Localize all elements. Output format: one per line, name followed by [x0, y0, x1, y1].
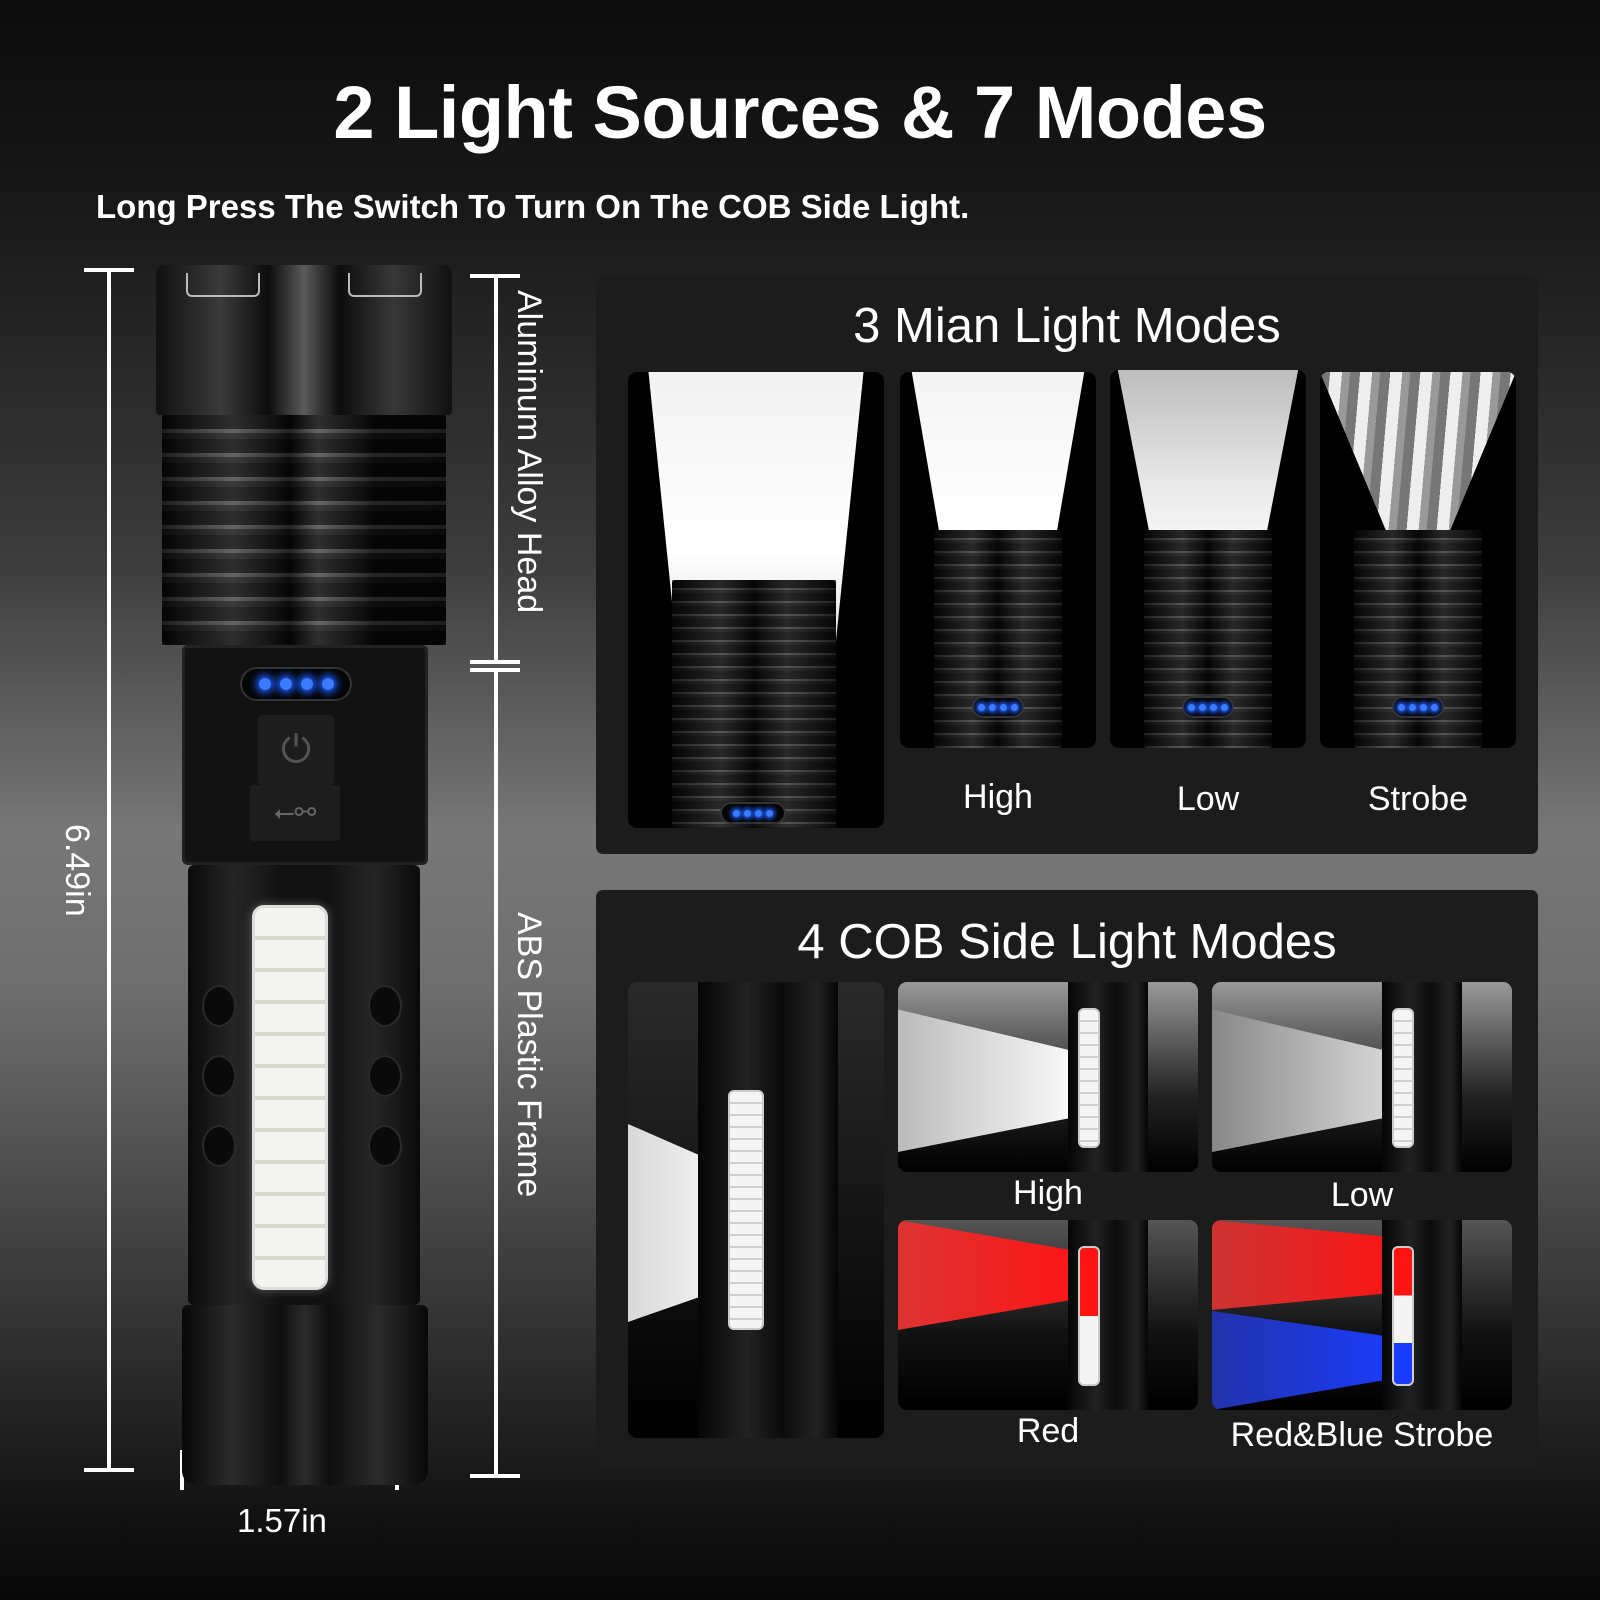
- side-mode-tile-high: [898, 982, 1198, 1172]
- flashlight-head: [934, 530, 1062, 748]
- side-light-modes-title: 4 COB Side Light Modes: [797, 915, 1337, 969]
- dimension-tick-bottom: [84, 1468, 134, 1472]
- dimension-tick: [470, 660, 520, 664]
- head-material-label: Aluminum Alloy Head: [510, 290, 548, 614]
- power-icon: ⏻: [258, 715, 334, 785]
- grip-bump: [202, 1125, 236, 1167]
- side-light-modes-panel: 4 COB Side Light Modes High Low Red Red&…: [596, 890, 1538, 1468]
- battery-indicator-icon: [1182, 696, 1234, 718]
- flashlight-switch-section: ⏻ ⭠⚯: [182, 645, 428, 865]
- side-mode-tile-red-blue-strobe: [1212, 1220, 1512, 1410]
- dimension-line: [494, 668, 498, 1478]
- light-beam: [1117, 370, 1299, 532]
- flashlight-tail-cap: [182, 1305, 428, 1485]
- main-light-modes-title: 3 Mian Light Modes: [853, 299, 1281, 353]
- blue-light-beam: [1212, 1311, 1402, 1410]
- side-mode-tile-low: [1212, 982, 1512, 1172]
- flashlight-body: [698, 982, 838, 1438]
- side-mode-label-low: Low: [1330, 1176, 1394, 1214]
- width-label: 1.57in: [237, 1502, 327, 1539]
- cob-side-light: [1392, 1008, 1414, 1148]
- grip-bump: [368, 1055, 402, 1097]
- side-light-beam: [898, 1009, 1088, 1152]
- main-mode-label-high: High: [963, 778, 1033, 816]
- battery-indicator-icon: [720, 802, 786, 824]
- height-label: 6.49in: [58, 824, 96, 917]
- main-mode-tile-strobe: [1320, 372, 1516, 748]
- side-light-beam: [1212, 1009, 1402, 1152]
- dimension-line: [494, 274, 498, 664]
- light-beam: [911, 372, 1085, 532]
- dimension-line: [107, 268, 111, 1472]
- battery-indicator-icon: [240, 667, 352, 701]
- side-mode-label-red: Red: [1016, 1412, 1080, 1450]
- main-mode-overview-tile: [628, 372, 884, 828]
- red-light-beam: [1212, 1220, 1402, 1310]
- main-mode-tile-high: [900, 372, 1096, 748]
- grip-bump: [368, 985, 402, 1027]
- light-beam: [1320, 372, 1516, 532]
- page-title: 2 Light Sources & 7 Modes: [333, 71, 1267, 154]
- side-mode-overview-tile: [628, 982, 884, 1438]
- main-light-modes-panel: 3 Mian Light Modes High Low Strobe: [596, 276, 1538, 854]
- flashlight-head: [1144, 530, 1272, 748]
- red-light-beam: [898, 1220, 1088, 1330]
- cob-side-light: [728, 1090, 764, 1330]
- battery-indicator-icon: [972, 696, 1024, 718]
- flashlight-bezel: [156, 265, 452, 415]
- main-mode-label-low: Low: [1176, 780, 1240, 818]
- frame-material-label: ABS Plastic Frame: [510, 912, 548, 1198]
- grip-bump: [202, 985, 236, 1027]
- flashlight-product-image: ⏻ ⭠⚯: [150, 265, 460, 1485]
- dimension-tick: [470, 1474, 520, 1478]
- cob-side-light: [1078, 1008, 1100, 1148]
- side-mode-label-high: High: [1013, 1174, 1083, 1212]
- side-mode-tile-red: [898, 1220, 1198, 1410]
- main-mode-label-strobe: Strobe: [1367, 780, 1469, 818]
- flashlight-head-fins: [162, 415, 446, 645]
- usb-icon: ⭠⚯: [250, 785, 340, 841]
- cob-side-light: [1392, 1246, 1414, 1386]
- grip-bump: [202, 1055, 236, 1097]
- battery-indicator-icon: [1392, 696, 1444, 718]
- side-mode-label-red-blue-strobe: Red&Blue Strobe: [1230, 1416, 1494, 1454]
- main-mode-tile-low: [1110, 370, 1306, 748]
- flashlight-head: [672, 580, 836, 828]
- cob-side-light: [1078, 1246, 1100, 1386]
- page-subtitle: Long Press The Switch To Turn On The COB…: [96, 188, 970, 225]
- cob-side-light: [252, 905, 328, 1290]
- grip-bump: [368, 1125, 402, 1167]
